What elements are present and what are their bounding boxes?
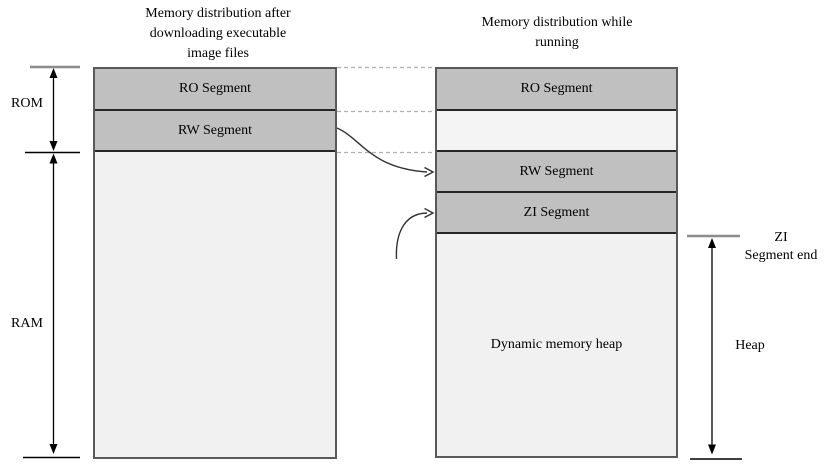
memory-box-while-running: RO Segment RW Segment ZI Segment Dynamic… <box>435 67 678 458</box>
right-rw-segment: RW Segment <box>437 152 676 193</box>
memory-box-after-download: RO Segment RW Segment <box>93 67 337 459</box>
right-ro-segment-label: RO Segment <box>520 81 593 96</box>
ram-arrow-up-icon <box>49 153 58 164</box>
zi-creation-arrowhead-icon <box>424 207 435 219</box>
right-zi-segment-label: ZI Segment <box>523 204 590 220</box>
right-empty-gap <box>437 111 676 152</box>
rom-label: ROM <box>11 96 43 111</box>
rom-arrow-up-icon <box>49 68 58 78</box>
zi-creation-arrow <box>395 212 428 260</box>
left-rw-segment: RW Segment <box>95 111 335 152</box>
left-unused-ram-area <box>95 152 335 457</box>
right-ro-segment: RO Segment <box>437 69 676 111</box>
ram-label: RAM <box>11 316 43 331</box>
right-rw-segment-label: RW Segment <box>519 163 594 179</box>
dynamic-memory-heap-label: Dynamic memory heap <box>490 337 623 352</box>
left-column-title: Memory distribution after downloading ex… <box>145 6 291 61</box>
rw-relocation-arrowhead-icon <box>424 166 435 178</box>
heap-arrow-up-icon <box>708 238 716 248</box>
zi-segment-end-label: ZI Segment end <box>744 230 818 263</box>
right-zi-segment: ZI Segment <box>437 193 676 234</box>
left-ro-segment-label: RO Segment <box>179 81 251 96</box>
rom-arrow-down-icon <box>49 141 58 151</box>
rw-relocation-arrow <box>336 127 428 173</box>
heap-arrow-down-icon <box>708 444 716 455</box>
dynamic-memory-heap-area: Dynamic memory heap <box>437 234 676 456</box>
left-rw-segment-label: RW Segment <box>177 122 253 138</box>
ram-arrow-down-icon <box>49 444 58 454</box>
heap-label: Heap <box>735 338 765 353</box>
right-column-title: Memory distribution while running <box>481 15 633 50</box>
left-ro-segment: RO Segment <box>95 69 335 111</box>
